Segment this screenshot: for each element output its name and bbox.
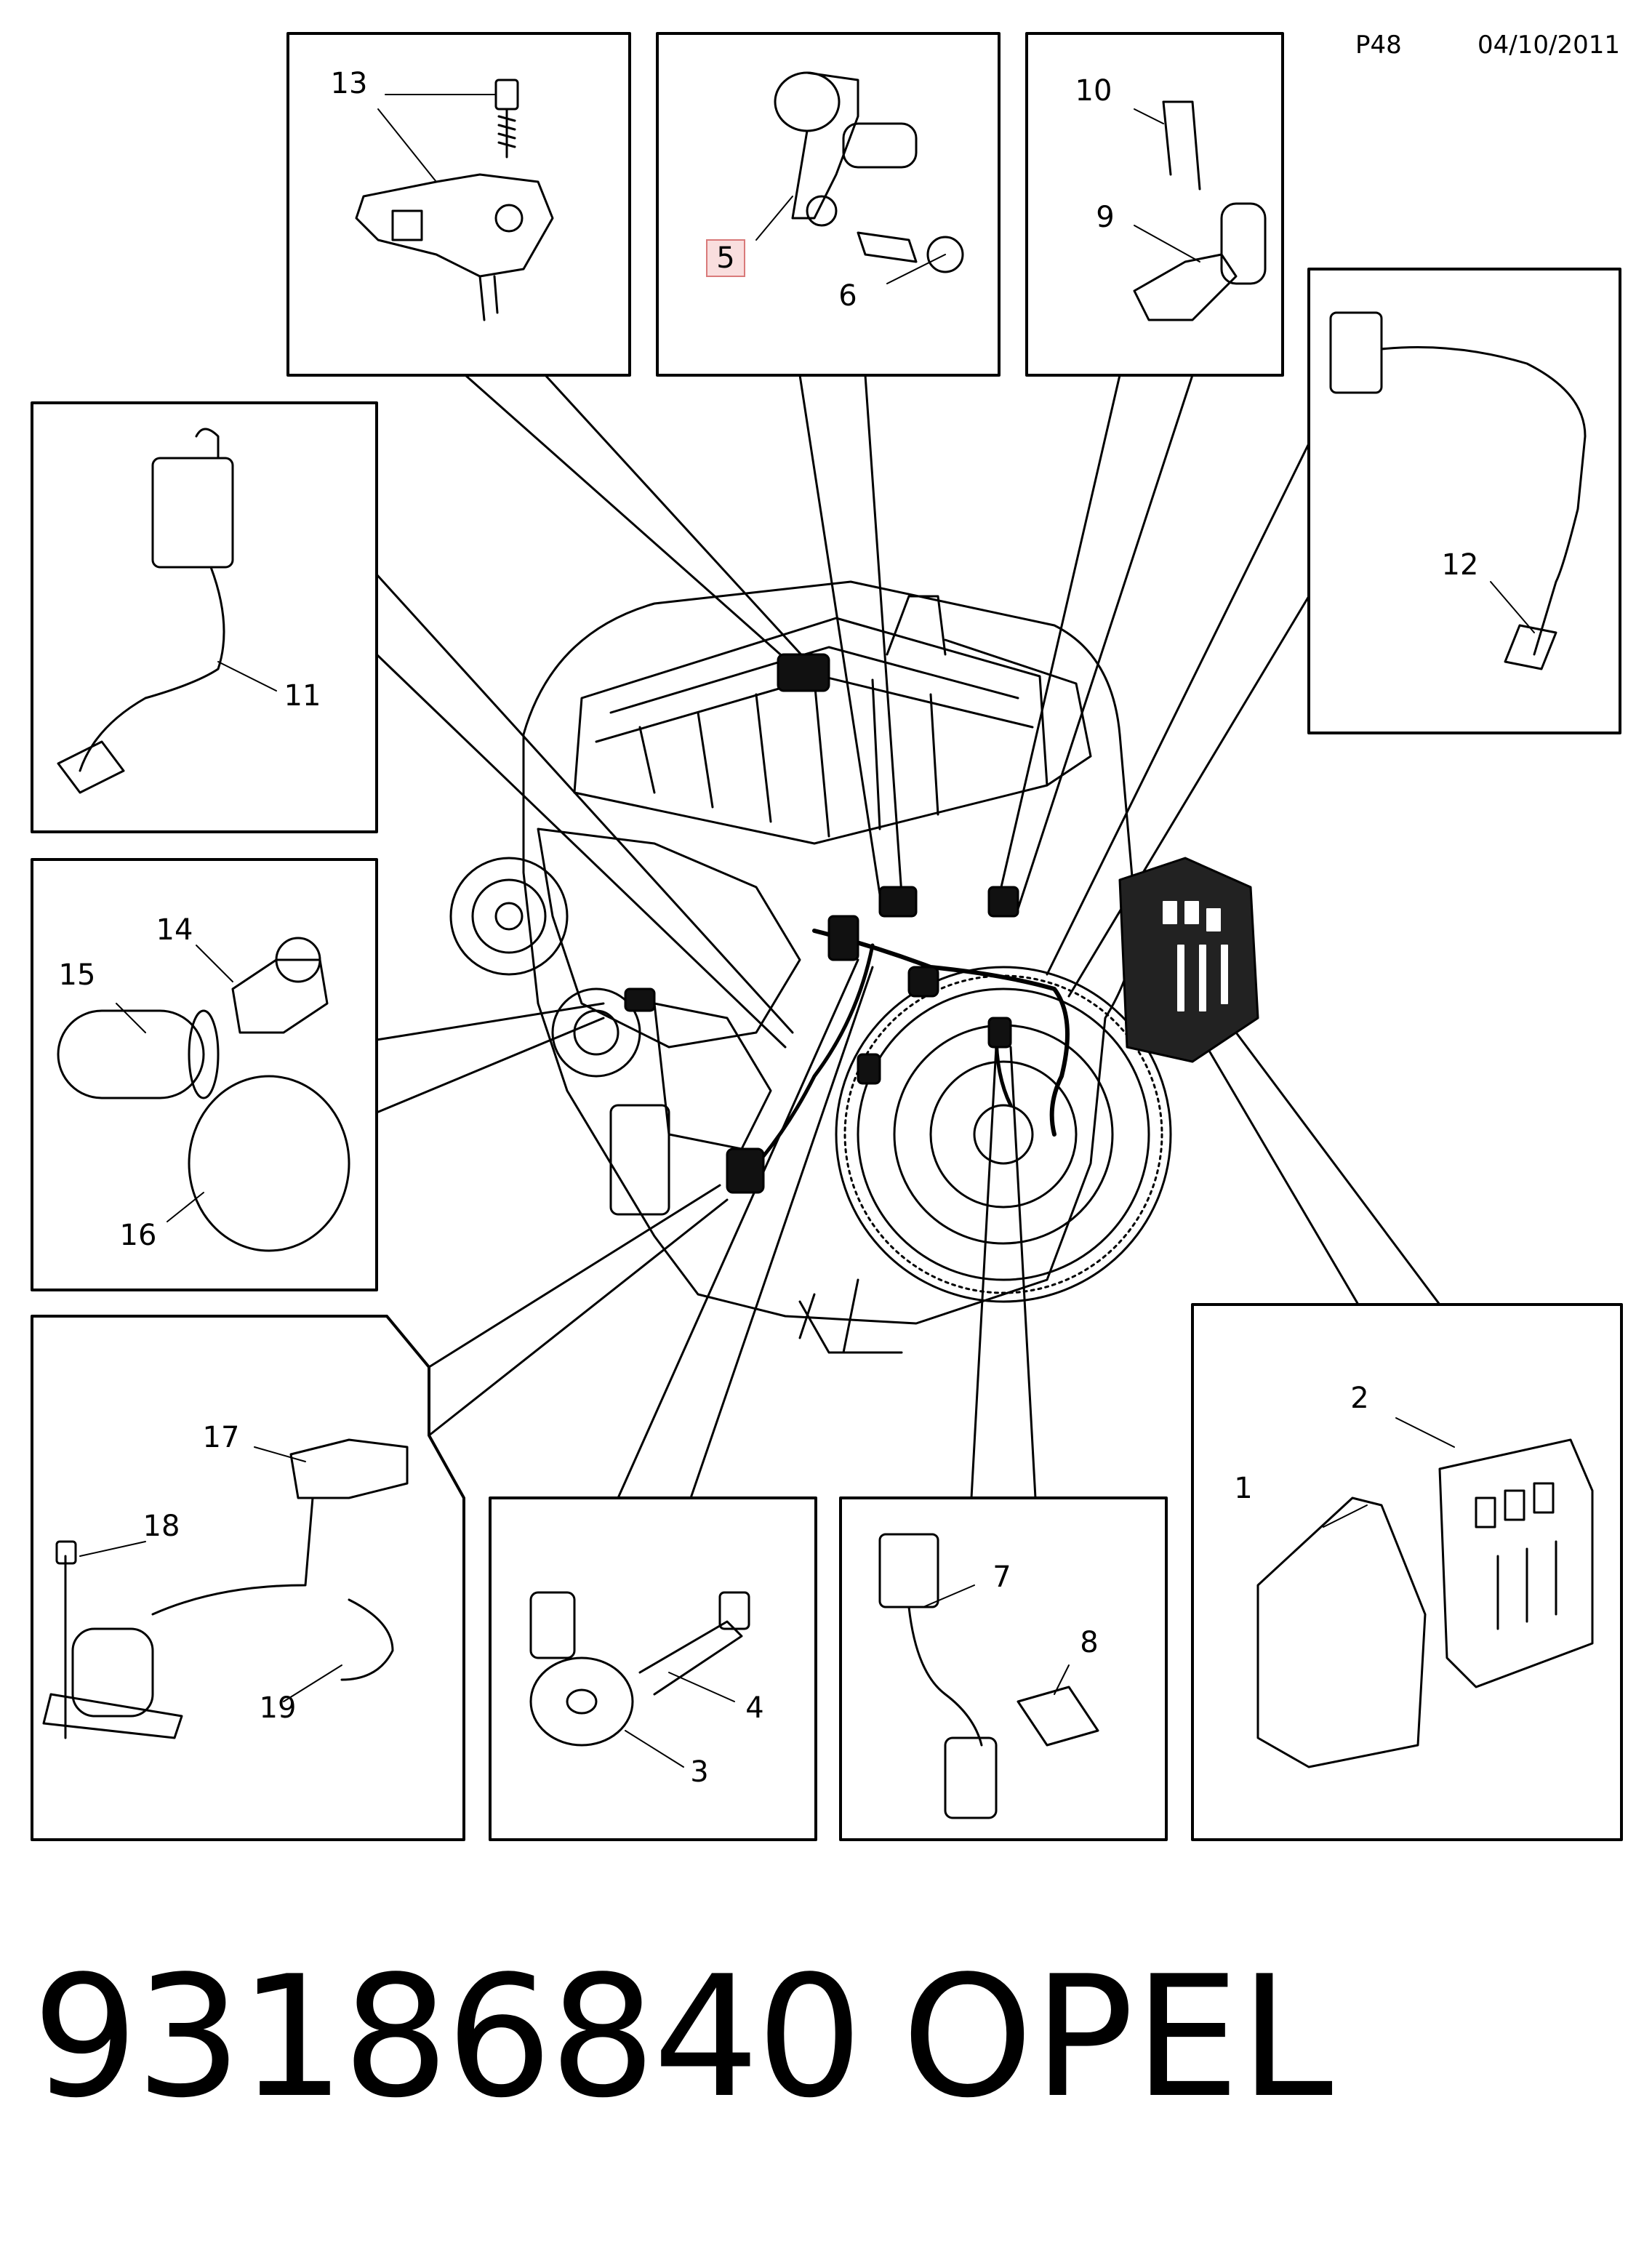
inset-panel-cam-sensor-13 [286,32,631,377]
engine-assembly [449,580,1259,1354]
part-illustration-11 [57,428,234,794]
inset-panel-ecu-1 [1191,1303,1623,1841]
callout-10: 10 [1075,74,1112,108]
part-illustration-13 [355,79,554,321]
part-illustration-3 [529,1591,750,1747]
brand-name: OPEL [902,1941,1334,2135]
inset-panel-sensor-17 [31,1315,465,1841]
callout-17: 17 [203,1421,240,1454]
callout-8: 8 [1080,1626,1098,1659]
inset-leader-lines [375,374,1441,1499]
part-illustration-5 [774,71,964,273]
part-illustration-12 [1329,311,1587,670]
inset-panel-switch-14 [31,858,378,1291]
part-illustration-14 [57,937,350,1252]
callout-19: 19 [260,1691,297,1725]
callout-14: 14 [156,913,193,947]
inset-panel-oxygen-sensor-11 [31,401,378,833]
diagram-date: 04/10/2011 [1477,31,1620,60]
callout-leaders [79,94,1535,1768]
part-illustration-7 [878,1533,1099,1819]
inset-panel-knock-sensor-3 [489,1496,817,1841]
callout-2: 2 [1350,1382,1368,1415]
callout-13: 13 [331,67,368,100]
callout-9: 9 [1096,201,1114,234]
part-number: 93186840 [32,1941,863,2135]
inset-panel-sensor-9 [1025,32,1284,377]
callout-5-highlight [706,239,745,277]
inset-panel-oxygen-sensor-12 [1307,268,1621,734]
callout-7: 7 [993,1560,1011,1594]
callout-3: 3 [690,1755,708,1789]
part-illustration-9 [1133,100,1267,321]
part-illustration-1 [1256,1438,1594,1768]
part-illustration-2 [1475,1482,1557,1630]
callout-1: 1 [1234,1472,1252,1505]
callout-4: 4 [745,1691,763,1725]
part-illustration-17 [42,1438,409,1739]
inset-panel-position-sensor-5 [656,32,1001,377]
callout-5: 5 [716,241,734,275]
callout-6: 6 [838,279,857,313]
callout-12: 12 [1442,548,1479,582]
callout-18: 18 [143,1510,180,1543]
callout-15: 15 [59,958,96,992]
parts-diagram: 13 5 6 10 9 12 11 14 15 16 17 18 19 4 3 … [31,32,1623,1841]
callout-11: 11 [284,679,321,713]
page-id: P48 [1355,31,1402,60]
inset-panel-crank-sensor-7 [839,1496,1168,1841]
callout-16: 16 [120,1219,157,1252]
